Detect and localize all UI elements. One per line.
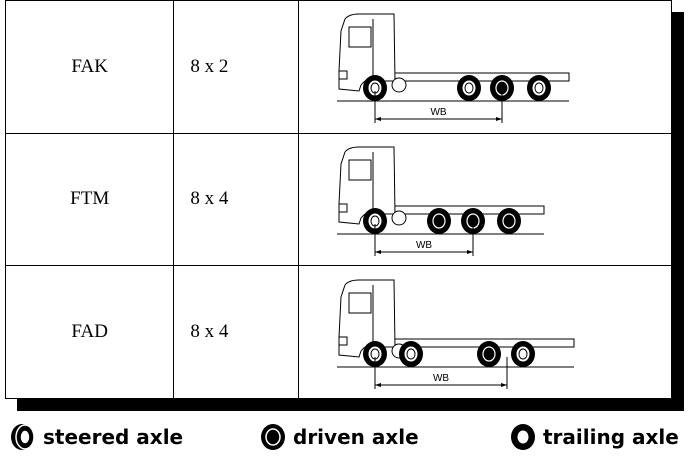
rim	[461, 79, 477, 97]
table-row: FTM 8 x 4 WB	[4, 132, 672, 267]
cab-window	[348, 26, 372, 48]
driven-axle-wheel	[427, 207, 451, 234]
wb-label: WB	[416, 240, 432, 251]
driven-axle-wheel	[490, 75, 514, 102]
wb-label: WB	[430, 107, 446, 118]
truck-diagram-cell: WB	[298, 265, 672, 399]
rim	[515, 345, 531, 363]
cab-window	[348, 292, 372, 314]
hub	[518, 348, 528, 360]
table-row: FAK 8 x 2 WB	[4, 0, 672, 134]
steered-axle-wheel	[363, 340, 387, 367]
hub	[464, 82, 474, 94]
axle-configuration-table: FAK 8 x 2 WB FTM 8 x 4 WB FAD 8 x 4 WB	[4, 0, 672, 399]
hub	[534, 82, 544, 94]
cab	[338, 146, 396, 225]
cab	[338, 279, 396, 358]
trailing-axle-wheel	[527, 75, 551, 102]
headlight	[338, 203, 348, 213]
cab-window	[348, 159, 372, 181]
driven-axle-wheel	[497, 207, 521, 234]
headlight	[338, 70, 348, 80]
legend-label: steered axle	[43, 425, 184, 449]
config-cell: 8 x 2	[173, 0, 299, 134]
config-cell: 8 x 4	[173, 265, 299, 399]
hub	[502, 213, 516, 229]
model-cell: FTM	[4, 132, 175, 267]
config-cell: 8 x 4	[173, 132, 299, 267]
driven-axle-wheel	[477, 340, 501, 367]
air-tank	[391, 77, 407, 93]
model-cell: FAK	[4, 0, 175, 134]
legend-label: driven axle	[293, 425, 419, 449]
legend-driven: driven axle	[258, 422, 419, 452]
truck-diagram-cell: WB	[298, 132, 672, 267]
rim	[403, 345, 419, 363]
driven-axle-icon	[261, 424, 285, 450]
trailing-axle-wheel	[511, 340, 535, 367]
truck-diagram: WB	[337, 279, 575, 389]
wb-label: WB	[433, 373, 449, 384]
trailing-axle-wheel	[457, 75, 481, 102]
rim	[531, 79, 547, 97]
hub	[482, 346, 496, 362]
cab	[338, 13, 396, 92]
trailing-axle-icon	[511, 424, 535, 450]
steered-axle-wheel	[399, 340, 423, 367]
steered-axle-wheel	[363, 207, 387, 234]
steered-axle-icon	[11, 424, 35, 450]
air-tank	[391, 210, 407, 226]
model-cell: FAD	[4, 265, 175, 399]
truck-diagram: WB	[337, 146, 545, 256]
truck-diagram-cell: WB	[298, 0, 672, 134]
legend-trailing: trailing axle	[508, 422, 679, 452]
hub	[432, 213, 446, 229]
truck-diagram: WB	[337, 13, 570, 124]
legend-steered: steered axle	[8, 422, 183, 452]
legend-label: trailing axle	[543, 425, 679, 449]
driven-axle-wheel	[461, 207, 485, 234]
hub	[406, 348, 416, 360]
table-row: FAD 8 x 4 WB	[4, 265, 672, 399]
headlight	[338, 336, 348, 346]
